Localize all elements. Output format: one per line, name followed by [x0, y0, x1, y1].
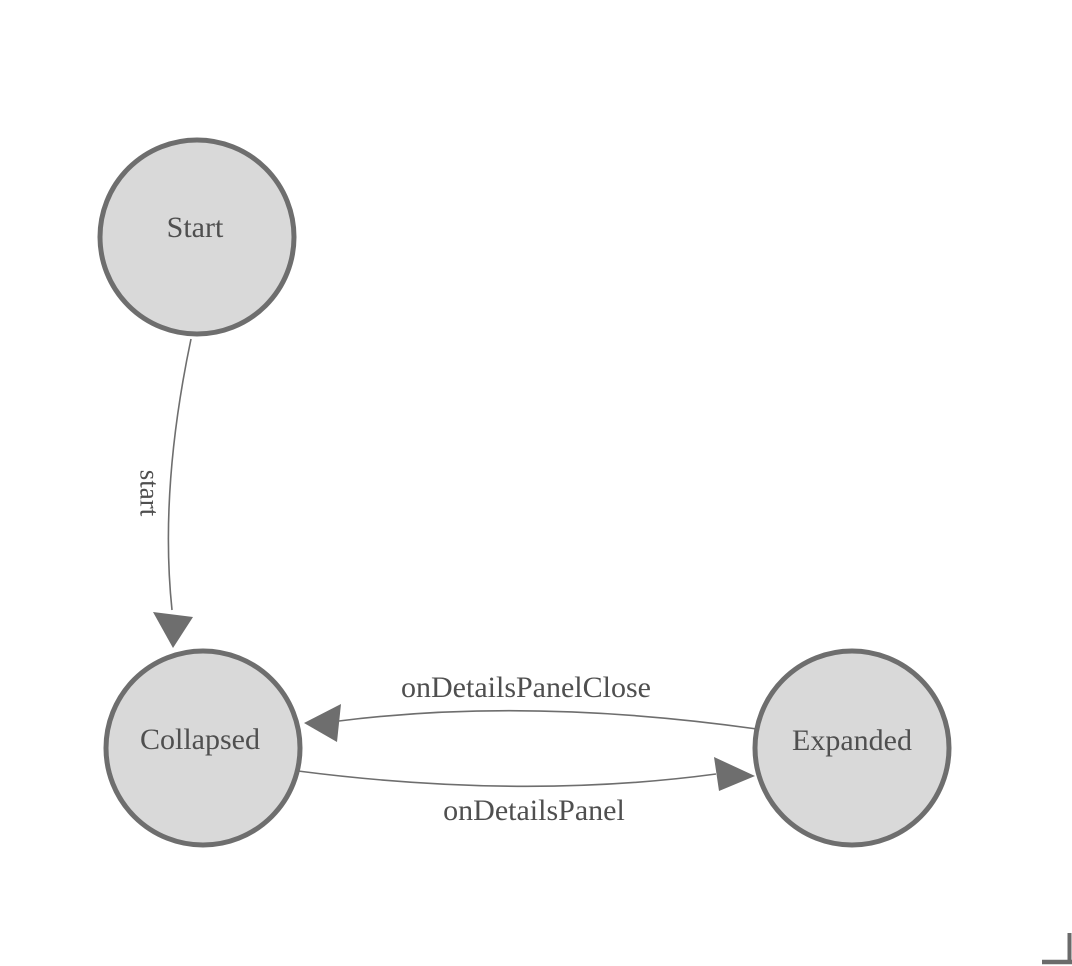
edge-label-ondetailspanel: onDetailsPanel	[443, 794, 625, 827]
node-circle-collapsed	[103, 648, 303, 848]
node-label-collapsed: Collapsed	[140, 723, 260, 756]
edge-label-start: start	[134, 469, 165, 517]
node-circle-start	[97, 137, 297, 337]
corner-bracket-icon	[1042, 933, 1072, 965]
node-circle-expanded	[752, 648, 952, 848]
arrowhead-start-to-collapsed	[153, 612, 193, 648]
arrowhead-collapsed-to-expanded	[714, 757, 755, 791]
edge-label-ondetailspanelclose: onDetailsPanelClose	[401, 671, 651, 704]
arrowhead-expanded-to-collapsed	[304, 704, 341, 742]
edge-path-start-to-collapsed	[167, 338, 192, 611]
node-label-start: Start	[166, 211, 224, 244]
edge-path-expanded-to-collapsed	[338, 709, 758, 730]
edge-path-collapsed-to-expanded	[297, 770, 717, 788]
node-label-expanded: Expanded	[792, 724, 912, 757]
